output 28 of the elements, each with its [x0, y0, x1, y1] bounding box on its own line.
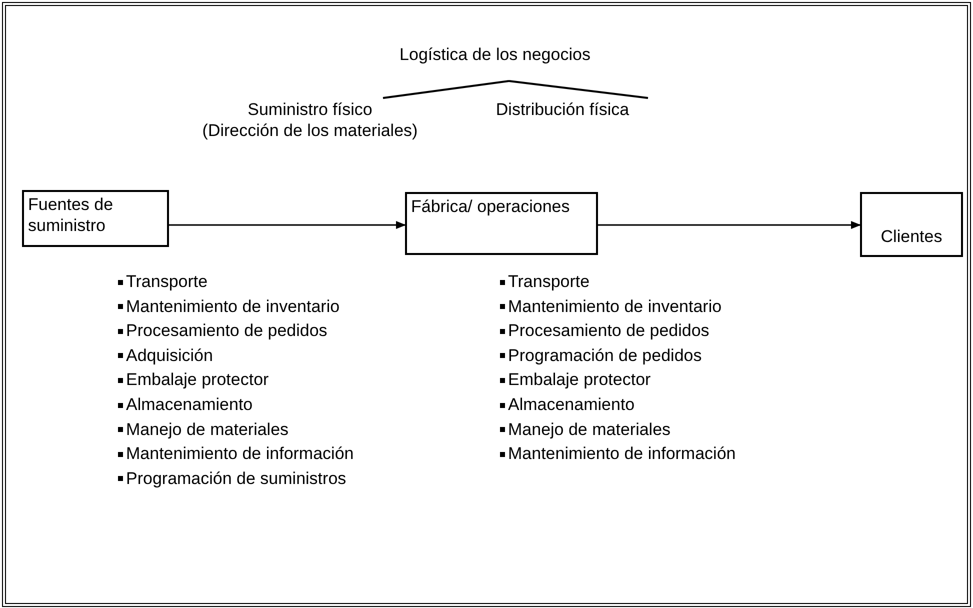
list-item: Mantenimiento de información [126, 444, 354, 464]
list-item: Mantenimiento de información [508, 444, 736, 464]
process-box: Fuentes de suministro [22, 190, 169, 247]
list-item: Procesamiento de pedidos [508, 321, 710, 342]
list-item: Mantenimiento de inventario [508, 296, 722, 317]
list-item: Embalaje protector [126, 370, 269, 390]
list-item: Transporte [508, 272, 590, 292]
list-item: Mantenimiento de inventario [126, 296, 340, 317]
list-item: Manejo de materiales [126, 420, 289, 440]
branch-text: Distribución física [494, 99, 630, 120]
arrow [598, 221, 861, 229]
list-item: Almacenamiento [126, 395, 253, 415]
heading-text: Logística de los negocios [398, 44, 592, 65]
list-item: Adquisición [126, 346, 213, 366]
connector-line [382, 80, 510, 99]
branch-text: Suministro físico [246, 99, 374, 120]
arrow [169, 221, 406, 229]
list-item: Procesamiento de pedidos [126, 321, 328, 342]
list-item: Manejo de materiales [508, 420, 671, 440]
branch-text: (Dirección de los materiales) [201, 120, 419, 141]
list-item: Programación de pedidos [508, 346, 702, 366]
list-item: Embalaje protector [508, 370, 651, 390]
list-item: Transporte [126, 272, 208, 292]
list-item: Programación de suministros [126, 468, 346, 489]
process-box: Clientes [860, 192, 963, 257]
process-box: Fábrica/ operaciones [405, 192, 598, 255]
list-item: Almacenamiento [508, 395, 635, 415]
connector-line [508, 80, 648, 99]
